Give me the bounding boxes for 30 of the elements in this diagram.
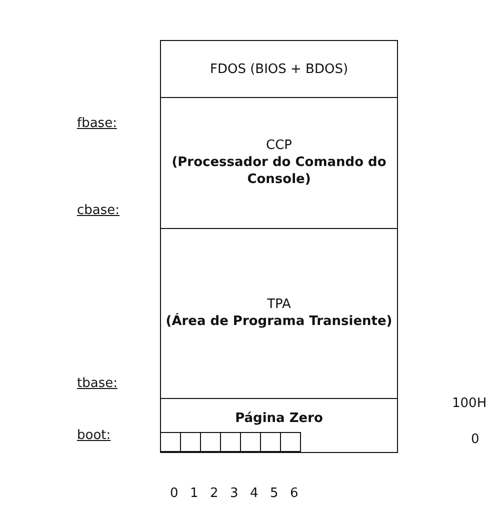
address-label: fbase: bbox=[77, 116, 117, 131]
region-title: TPA bbox=[267, 296, 291, 313]
byte-cell bbox=[160, 432, 180, 452]
bit-number: 5 bbox=[270, 486, 278, 501]
region-description: (Área de Programa Transiente) bbox=[164, 313, 394, 330]
byte-cell bbox=[240, 432, 260, 452]
bit-number: 3 bbox=[230, 486, 238, 501]
address-value: 100H bbox=[452, 396, 487, 411]
bit-number: 4 bbox=[250, 486, 258, 501]
memory-region-box bbox=[160, 40, 398, 98]
address-value: 0 bbox=[471, 432, 480, 447]
region-title: Página Zero bbox=[235, 410, 323, 427]
bit-number: 6 bbox=[290, 486, 298, 501]
bit-number: 2 bbox=[210, 486, 218, 501]
memory-region-box bbox=[160, 97, 398, 229]
bit-number: 0 bbox=[170, 486, 178, 501]
bit-number: 1 bbox=[190, 486, 198, 501]
address-label: boot: bbox=[77, 428, 111, 443]
region-title: FDOS (BIOS + BDOS) bbox=[210, 60, 348, 78]
address-label: tbase: bbox=[77, 376, 118, 391]
byte-cell bbox=[260, 432, 280, 452]
byte-cell bbox=[280, 432, 300, 452]
byte-cell bbox=[200, 432, 220, 452]
address-label: cbase: bbox=[77, 203, 120, 218]
byte-cell bbox=[180, 432, 200, 452]
memory-region-box bbox=[160, 228, 398, 399]
region-title: CCP bbox=[266, 137, 292, 154]
region-description: (Processador do Comando do Console) bbox=[170, 154, 388, 188]
byte-cell bbox=[220, 432, 240, 452]
memory-region-box bbox=[160, 398, 398, 453]
